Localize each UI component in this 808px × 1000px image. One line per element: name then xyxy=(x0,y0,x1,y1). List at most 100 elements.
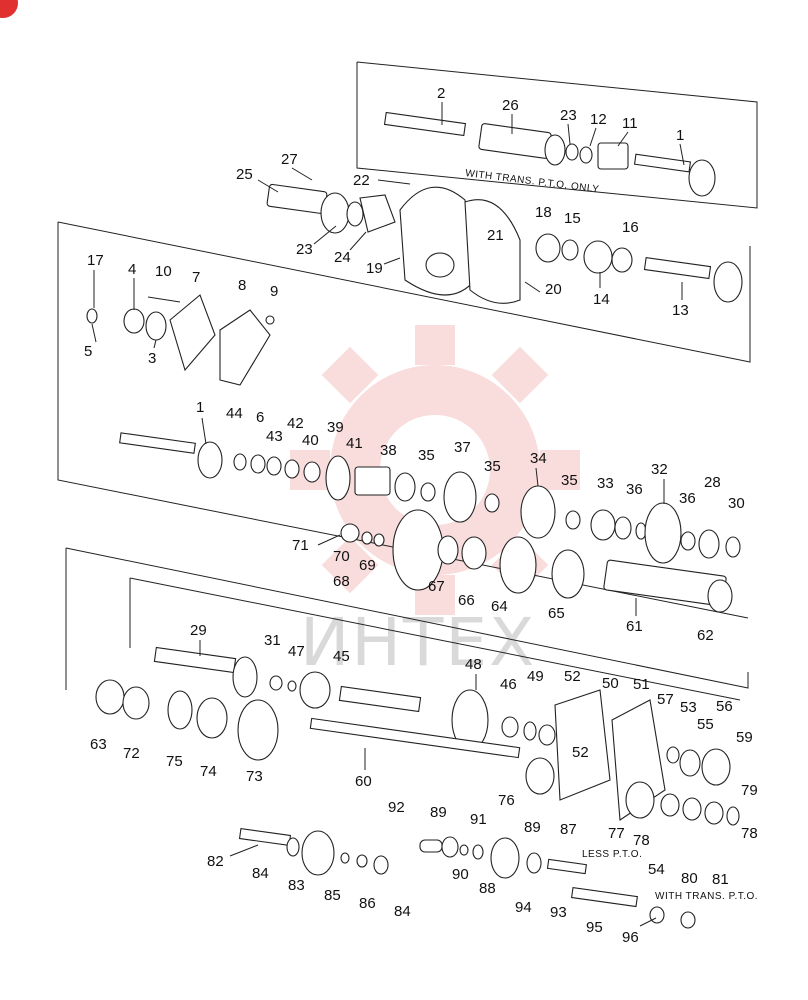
part-label: 26 xyxy=(502,97,519,114)
part-label: 51 xyxy=(633,676,650,693)
caption-trans-pto-only: WITH TRANS. P.T.O. ONLY xyxy=(465,168,600,195)
caption-less-pto: LESS P.T.O. xyxy=(582,849,642,860)
part-label: 76 xyxy=(498,792,515,809)
part-label: 27 xyxy=(281,151,298,168)
part-label: 22 xyxy=(353,172,370,189)
part-label: 23 xyxy=(560,107,577,124)
part-label: 3 xyxy=(148,350,156,367)
part-label: 67 xyxy=(428,578,445,595)
part-label: 57 xyxy=(657,691,674,708)
part-label: 4 xyxy=(128,261,136,278)
part-label: 17 xyxy=(87,252,104,269)
part-label: 36 xyxy=(679,490,696,507)
part-label: 77 xyxy=(608,825,625,842)
part-label: 41 xyxy=(346,435,363,452)
gear-set-row xyxy=(340,509,733,613)
part-label: 63 xyxy=(90,736,107,753)
part-label: 30 xyxy=(728,495,745,512)
part-label: 35 xyxy=(484,458,501,475)
part-label: 5 xyxy=(84,343,92,360)
part-label: 35 xyxy=(418,447,435,464)
part-label: 55 xyxy=(697,716,714,733)
mainshaft-row xyxy=(119,432,741,564)
pto-parts-row xyxy=(238,827,696,929)
part-label: 14 xyxy=(593,291,610,308)
part-label: 64 xyxy=(491,598,508,615)
part-label: 32 xyxy=(651,461,668,478)
part-label: 71 xyxy=(292,537,309,554)
part-label: 2 xyxy=(437,85,445,102)
part-label: 87 xyxy=(560,821,577,838)
part-label: 89 xyxy=(524,819,541,836)
part-label: 48 xyxy=(465,656,482,673)
part-label: 18 xyxy=(535,204,552,221)
part-label: 38 xyxy=(380,442,397,459)
part-label: 53 xyxy=(680,699,697,716)
housing-group xyxy=(266,183,743,304)
part-label: 19 xyxy=(366,260,383,277)
corner-badge-icon xyxy=(0,0,18,18)
part-label: 73 xyxy=(246,768,263,785)
part-label: 90 xyxy=(452,866,469,883)
part-label: 66 xyxy=(458,592,475,609)
part-label: 39 xyxy=(327,419,344,436)
part-label: 33 xyxy=(597,475,614,492)
part-label: 84 xyxy=(252,865,269,882)
part-label: 65 xyxy=(548,605,565,622)
part-label: 85 xyxy=(324,887,341,904)
part-label: 72 xyxy=(123,745,140,762)
part-label: 60 xyxy=(355,773,372,790)
part-label: 52 xyxy=(572,744,589,761)
part-label: 93 xyxy=(550,904,567,921)
part-label: 16 xyxy=(622,219,639,236)
caption-trans-pto: WITH TRANS. P.T.O. xyxy=(655,891,758,902)
part-label: 56 xyxy=(716,698,733,715)
part-label: 31 xyxy=(264,632,281,649)
part-label: 24 xyxy=(334,249,351,266)
part-label: 42 xyxy=(287,415,304,432)
part-label: 36 xyxy=(626,481,643,498)
part-label: 7 xyxy=(192,269,200,286)
part-label: 94 xyxy=(515,899,532,916)
part-label: 11 xyxy=(622,115,638,132)
part-label: 37 xyxy=(454,439,471,456)
part-label: 62 xyxy=(697,627,714,644)
part-label: 12 xyxy=(590,111,607,128)
part-label: 80 xyxy=(681,870,698,887)
cover-group xyxy=(86,294,275,386)
part-label: 45 xyxy=(333,648,350,665)
part-label: 34 xyxy=(530,450,547,467)
part-label: 82 xyxy=(207,853,224,870)
part-label: 68 xyxy=(333,573,350,590)
part-label: 29 xyxy=(190,622,207,639)
part-label: 35 xyxy=(561,472,578,489)
part-label: 47 xyxy=(288,643,305,660)
part-label: 8 xyxy=(238,277,246,294)
part-label: 13 xyxy=(672,302,689,319)
part-label: 25 xyxy=(236,166,253,183)
part-label: 75 xyxy=(166,753,183,770)
part-label: 78 xyxy=(741,825,758,842)
part-label: 9 xyxy=(270,283,278,300)
part-label: 74 xyxy=(200,763,217,780)
part-label: 81 xyxy=(712,871,729,888)
part-label: 20 xyxy=(545,281,562,298)
part-label: 1 xyxy=(196,399,204,416)
part-label: 6 xyxy=(256,409,264,426)
countershaft-row xyxy=(153,646,740,826)
part-label: 79 xyxy=(741,782,758,799)
part-label: 54 xyxy=(648,861,665,878)
part-label: 52 xyxy=(564,668,581,685)
part-label: 89 xyxy=(430,804,447,821)
part-label: 70 xyxy=(333,548,350,565)
watermark-text: ИНТЕХ xyxy=(300,604,536,681)
part-label: 15 xyxy=(564,210,581,227)
part-label: 44 xyxy=(226,405,243,422)
part-label: 21 xyxy=(487,227,504,244)
part-label: 88 xyxy=(479,880,496,897)
input-gear-row xyxy=(95,679,555,795)
part-label: 10 xyxy=(155,263,172,280)
part-label: 46 xyxy=(500,676,517,693)
top-shaft-group xyxy=(383,111,716,197)
part-label: 96 xyxy=(622,929,639,946)
